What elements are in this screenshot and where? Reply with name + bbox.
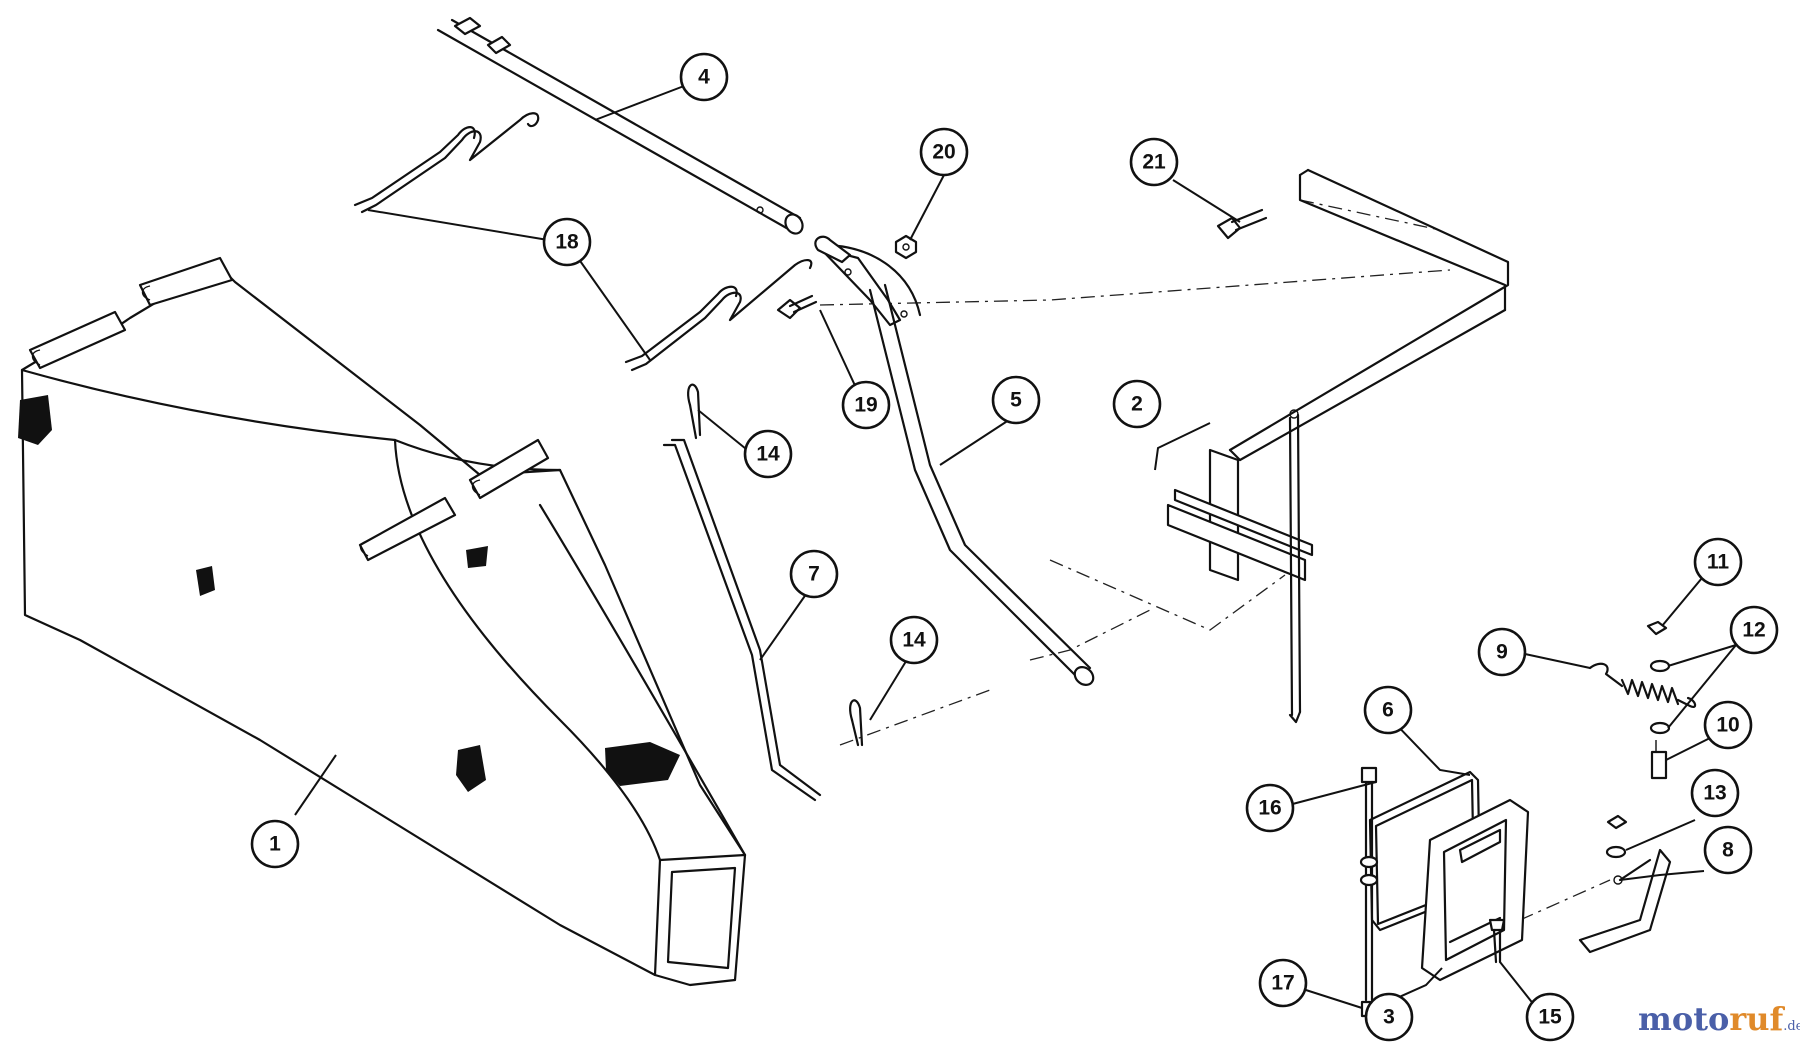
callout-10: 10	[1703, 700, 1753, 750]
rod-part-4	[436, 16, 804, 235]
wire-hooks-part-18	[353, 112, 813, 372]
callout-15: 15	[1525, 992, 1575, 1042]
deflector-part-8	[1578, 848, 1672, 954]
callout-label: 11	[1707, 551, 1730, 574]
link-rod-part-7	[662, 438, 822, 802]
callout-5: 5	[991, 375, 1041, 425]
callout-17: 17	[1258, 958, 1308, 1008]
callout-label: 19	[854, 394, 877, 417]
callout-3: 3	[1364, 992, 1414, 1042]
callout-label: 12	[1742, 619, 1765, 642]
callout-label: 4	[698, 66, 710, 89]
bolts-parts-15-17	[1359, 766, 1506, 1018]
callout-7: 7	[789, 549, 839, 599]
watermark-part3: .de	[1783, 1019, 1800, 1034]
callout-label: 6	[1382, 699, 1394, 722]
door-frame-part-3	[1420, 798, 1530, 982]
callout-9: 9	[1477, 627, 1527, 677]
watermark-part2: ruf	[1729, 1000, 1784, 1038]
callout-label: 7	[808, 563, 820, 586]
callout-1: 1	[250, 819, 300, 869]
callout-4: 4	[679, 52, 729, 102]
assembly-centerlines	[819, 199, 1611, 921]
callout-11: 11	[1693, 537, 1743, 587]
callout-14a: 14	[743, 429, 793, 479]
watermark-logo: motoruf.de	[1638, 1000, 1800, 1038]
callout-2: 2	[1112, 379, 1162, 429]
callout-16: 16	[1245, 783, 1295, 833]
callout-label: 5	[1010, 389, 1022, 412]
callout-label: 15	[1538, 1006, 1562, 1029]
frame-bracket-part-2	[1166, 168, 1510, 724]
hairpin-clips-part-14	[687, 383, 864, 747]
callout-label: 10	[1716, 714, 1739, 737]
callout-19: 19	[841, 380, 891, 430]
callout-label: 20	[932, 141, 955, 164]
callout-label: 14	[756, 443, 780, 466]
callout-label: 16	[1258, 797, 1281, 820]
callout-label: 21	[1142, 151, 1166, 174]
callout-14b: 14	[889, 615, 939, 665]
callout-label: 3	[1383, 1006, 1395, 1029]
grass-bag-part-1	[18, 256, 747, 987]
callout-20: 20	[919, 127, 969, 177]
callout-6: 6	[1363, 685, 1413, 735]
spring-part-9	[1588, 662, 1697, 708]
hardware-parts-10-13	[1605, 620, 1671, 859]
callout-label: 17	[1271, 972, 1294, 995]
callout-label: 9	[1496, 641, 1508, 664]
bolt-part-19	[776, 294, 818, 320]
watermark-part1: moto	[1638, 1000, 1730, 1038]
leader-lines	[294, 85, 1737, 1021]
callout-21: 21	[1129, 137, 1179, 187]
callout-label: 2	[1131, 393, 1143, 416]
callout-12: 12	[1729, 605, 1779, 655]
bolt-part-21	[1216, 208, 1268, 240]
callout-8: 8	[1703, 825, 1753, 875]
callout-13: 13	[1690, 768, 1740, 818]
callout-label: 14	[902, 629, 926, 652]
callout-18: 18	[542, 217, 592, 267]
callout-label: 1	[269, 833, 281, 856]
handle-part-5	[814, 235, 1095, 686]
nut-part-20	[894, 234, 918, 260]
callout-label: 8	[1722, 839, 1734, 862]
callout-label: 13	[1703, 782, 1726, 805]
callout-label: 18	[555, 231, 579, 254]
